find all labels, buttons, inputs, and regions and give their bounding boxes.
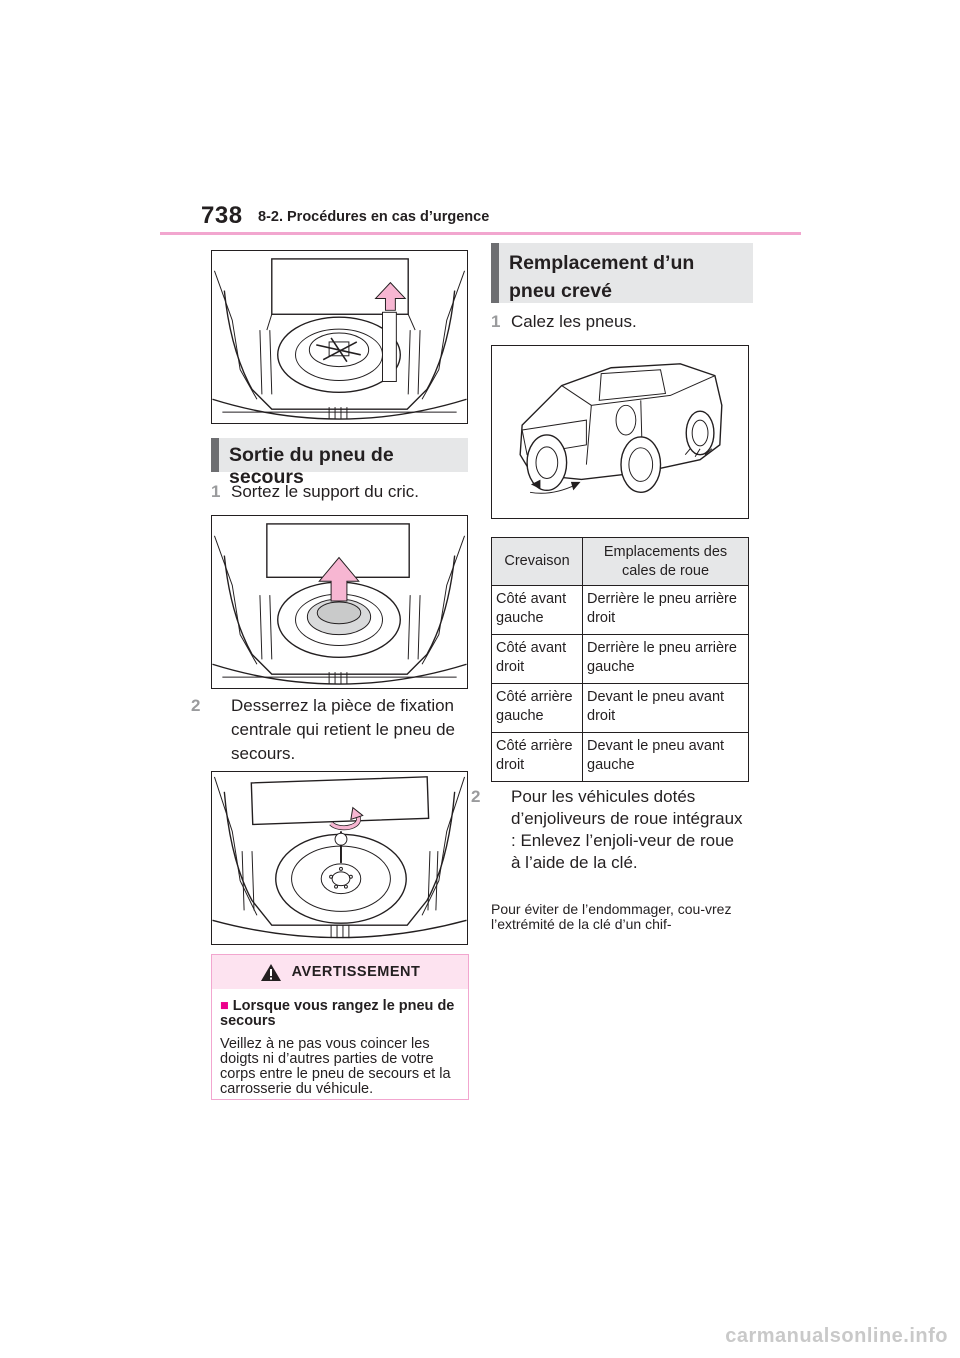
warning-title: AVERTISSEMENT (291, 964, 421, 980)
step-1-left: 1 Sortez le support du cric. (211, 480, 468, 504)
table-row: Côté arrière droit Devant le pneu avant … (491, 732, 749, 782)
step-number: 1 (211, 482, 221, 501)
step-text: Sortez le support du cric. (231, 482, 420, 501)
header-rule (160, 232, 801, 235)
bullet-square-icon: ■ (220, 998, 229, 1014)
wheel-chock-table: Crevaison Emplacements des cales de roue… (491, 537, 749, 782)
table-cell: Devant le pneu avant droit (582, 683, 749, 733)
chapter-title: 8-2. Procédures en cas d’urgence (258, 209, 490, 225)
step-number: 2 (471, 787, 481, 806)
note-text: Pour éviter de l’endommager, cou-vrez l’… (491, 901, 732, 932)
step-number: 2 (191, 696, 201, 715)
section-title-remplacement: Remplacement d’un pneu crevé (491, 243, 753, 303)
step-text: Desserrez la pièce de fixation centrale … (231, 696, 455, 763)
warning-header: AVERTISSEMENT (212, 955, 468, 989)
table-header: Emplacements des cales de roue (582, 537, 749, 586)
step-number: 1 (491, 312, 501, 331)
warning-text: Veillez à ne pas vous coincer les doigts… (220, 1036, 451, 1097)
step-text: Pour les véhicules dotés d’enjoliveurs d… (511, 787, 743, 872)
table-row: Côté avant gauche Derrière le pneu arriè… (491, 585, 749, 635)
car-wheel-chock-illustration (491, 345, 749, 519)
table-cell: Côté avant droit (491, 634, 583, 684)
table-row: Côté arrière gauche Devant le pneu avant… (491, 683, 749, 733)
table-cell: Derrière le pneu arrière droit (582, 585, 749, 635)
trunk-board-lift-illustration (211, 250, 468, 424)
table-cell: Devant le pneu avant gauche (582, 732, 749, 782)
watermark: carmanualsonline.info (725, 1325, 948, 1347)
table-cell: Côté avant gauche (491, 585, 583, 635)
section-title-sortie: Sortie du pneu de secours (211, 438, 468, 488)
page-number: 738 (201, 202, 243, 229)
spare-tire-loosen-illustration (211, 771, 468, 945)
step-text: Calez les pneus. (511, 312, 637, 331)
warning-subtitle: ■ Lorsque vous rangez le pneu de secours (220, 998, 455, 1029)
step-1-right: 1 Calez les pneus. (491, 310, 753, 334)
table-cell: Côté arrière droit (491, 732, 583, 782)
warning-triangle-icon (260, 963, 281, 981)
warning-box: AVERTISSEMENT ■ Lorsque vous rangez le p… (211, 954, 469, 1100)
jack-support-removal-illustration (211, 515, 468, 689)
table-cell: Derrière le pneu arrière gauche (582, 634, 749, 684)
table-row: Côté avant droit Derrière le pneu arrièr… (491, 634, 749, 684)
table-header: Crevaison (491, 537, 583, 586)
step-2-left: 2 Desserrez la pièce de fixation centrale… (191, 694, 488, 766)
step-2-right: 2 Pour les véhicules dotés d’enjoliveurs … (471, 786, 743, 874)
table-cell: Côté arrière gauche (491, 683, 583, 733)
